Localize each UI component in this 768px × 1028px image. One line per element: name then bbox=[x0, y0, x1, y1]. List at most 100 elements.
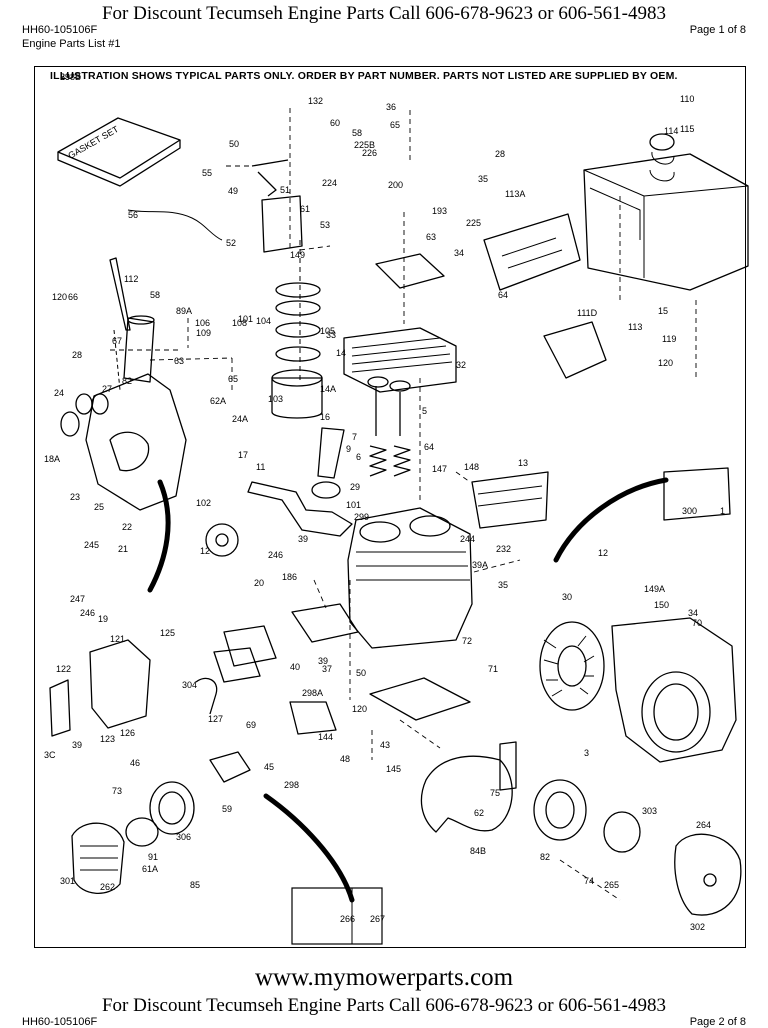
callout-label: 15 bbox=[658, 306, 668, 316]
callout-label: 12 bbox=[598, 548, 608, 558]
callout-label: 13 bbox=[518, 458, 528, 468]
callout-label: 3C bbox=[44, 750, 56, 760]
callout-label: 27 bbox=[102, 384, 112, 394]
callout-label: 145 bbox=[386, 764, 401, 774]
callout-label: 299 bbox=[354, 512, 369, 522]
callout-label: 110 bbox=[680, 94, 694, 104]
callout-label: 225 bbox=[466, 218, 481, 228]
callout-label: 82 bbox=[122, 376, 132, 386]
callout-label: 50 bbox=[229, 139, 239, 149]
callout-label: 59 bbox=[222, 804, 232, 814]
callout-label: 246 bbox=[268, 550, 283, 560]
callout-label: 21 bbox=[118, 544, 128, 554]
callout-label: 121 bbox=[110, 634, 125, 644]
callout-label: 298B bbox=[60, 72, 81, 82]
callout-label: 49 bbox=[228, 186, 238, 196]
callout-label: 82 bbox=[540, 852, 550, 862]
callout-label: 60 bbox=[330, 118, 340, 128]
callout-label: 106 bbox=[195, 318, 210, 328]
callout-label: 39 bbox=[72, 740, 82, 750]
callout-label: 53 bbox=[320, 220, 330, 230]
callout-label: 52 bbox=[226, 238, 236, 248]
callout-label: 126 bbox=[120, 728, 135, 738]
callout-label: 58 bbox=[150, 290, 160, 300]
callout-label: 62A bbox=[210, 396, 226, 406]
callout-label: 63 bbox=[426, 232, 436, 242]
callout-label: 72 bbox=[462, 636, 472, 646]
callout-label: 22 bbox=[122, 522, 132, 532]
diagram-frame bbox=[34, 66, 746, 948]
callout-label: 12 bbox=[200, 546, 210, 556]
callout-label: 29 bbox=[350, 482, 360, 492]
callout-label: 105 bbox=[320, 326, 335, 336]
page-number: Page 1 of 8 bbox=[689, 24, 746, 36]
callout-label: 45 bbox=[264, 762, 274, 772]
callout-label: 65 bbox=[390, 120, 400, 130]
callout-label: 104 bbox=[256, 316, 271, 326]
callout-label: 6 bbox=[356, 452, 361, 462]
callout-label: 1 bbox=[720, 506, 725, 516]
callout-label: 101 bbox=[238, 314, 253, 324]
callout-label: 200 bbox=[388, 180, 403, 190]
callout-label: 24A bbox=[232, 414, 248, 424]
callout-label: 301 bbox=[60, 876, 75, 886]
website-url: www.mymowerparts.com bbox=[254, 964, 514, 991]
callout-label: 7 bbox=[352, 432, 357, 442]
callout-label: 70 bbox=[692, 618, 702, 628]
callout-label: 303 bbox=[642, 806, 657, 816]
callout-label: 120 bbox=[352, 704, 367, 714]
callout-label: 193 bbox=[432, 206, 447, 216]
callout-label: 264 bbox=[696, 820, 711, 830]
callout-label: 58 bbox=[352, 128, 362, 138]
callout-label: 20 bbox=[254, 578, 264, 588]
callout-label: 56 bbox=[128, 210, 138, 220]
callout-label: 40 bbox=[290, 662, 300, 672]
footer-discount-banner: For Discount Tecumseh Engine Parts Call … bbox=[101, 995, 667, 1016]
callout-label: 125 bbox=[160, 628, 175, 638]
callout-label: 85 bbox=[190, 880, 200, 890]
callout-label: 265 bbox=[604, 880, 619, 890]
parts-list-title: Engine Parts List #1 bbox=[22, 38, 121, 50]
callout-label: 43 bbox=[380, 740, 390, 750]
callout-label: 46 bbox=[130, 758, 140, 768]
callout-label: 306 bbox=[176, 832, 191, 842]
callout-label: 149 bbox=[290, 250, 305, 260]
callout-label: 144 bbox=[318, 732, 333, 742]
callout-label: 39 bbox=[318, 656, 328, 666]
discount-banner: For Discount Tecumseh Engine Parts Call … bbox=[101, 3, 667, 24]
callout-label: 71 bbox=[488, 664, 498, 674]
footer-doc-id: HH60-105106F bbox=[22, 1016, 98, 1028]
callout-label: 89 bbox=[60, 72, 70, 82]
callout-label: 28 bbox=[495, 149, 505, 159]
illustration-note: ILLUSTRATION SHOWS TYPICAL PARTS ONLY. O… bbox=[50, 70, 678, 82]
callout-label: 186 bbox=[282, 572, 297, 582]
callout-label: 32 bbox=[456, 360, 466, 370]
callout-label: 17 bbox=[238, 450, 248, 460]
callout-label: 115 bbox=[680, 124, 694, 134]
callout-label: 120 bbox=[658, 358, 673, 368]
callout-label: 244 bbox=[460, 534, 475, 544]
callout-label: 246 bbox=[80, 608, 95, 618]
callout-label: 113 bbox=[628, 322, 642, 332]
callout-label: 120 bbox=[52, 292, 67, 302]
callout-label: 61 bbox=[300, 204, 310, 214]
callout-label: 262 bbox=[100, 882, 115, 892]
callout-label: 122 bbox=[56, 664, 71, 674]
callout-label: 112 bbox=[124, 274, 138, 284]
callout-label: 150 bbox=[654, 600, 669, 610]
callout-label: 75 bbox=[490, 788, 500, 798]
callout-label: 39 bbox=[298, 534, 308, 544]
callout-label: 16 bbox=[320, 412, 330, 422]
callout-label: 89A bbox=[176, 306, 192, 316]
callout-label: 123 bbox=[100, 734, 115, 744]
callout-label: 84B bbox=[470, 846, 486, 856]
callout-label: 37 bbox=[322, 664, 332, 674]
callout-label: 148 bbox=[464, 462, 479, 472]
callout-label: 5 bbox=[422, 406, 427, 416]
callout-label: 50 bbox=[356, 668, 366, 678]
callout-label: 35 bbox=[478, 174, 488, 184]
callout-label: 73 bbox=[112, 786, 122, 796]
callout-label: 149A bbox=[644, 584, 665, 594]
callout-label: 48 bbox=[340, 754, 350, 764]
